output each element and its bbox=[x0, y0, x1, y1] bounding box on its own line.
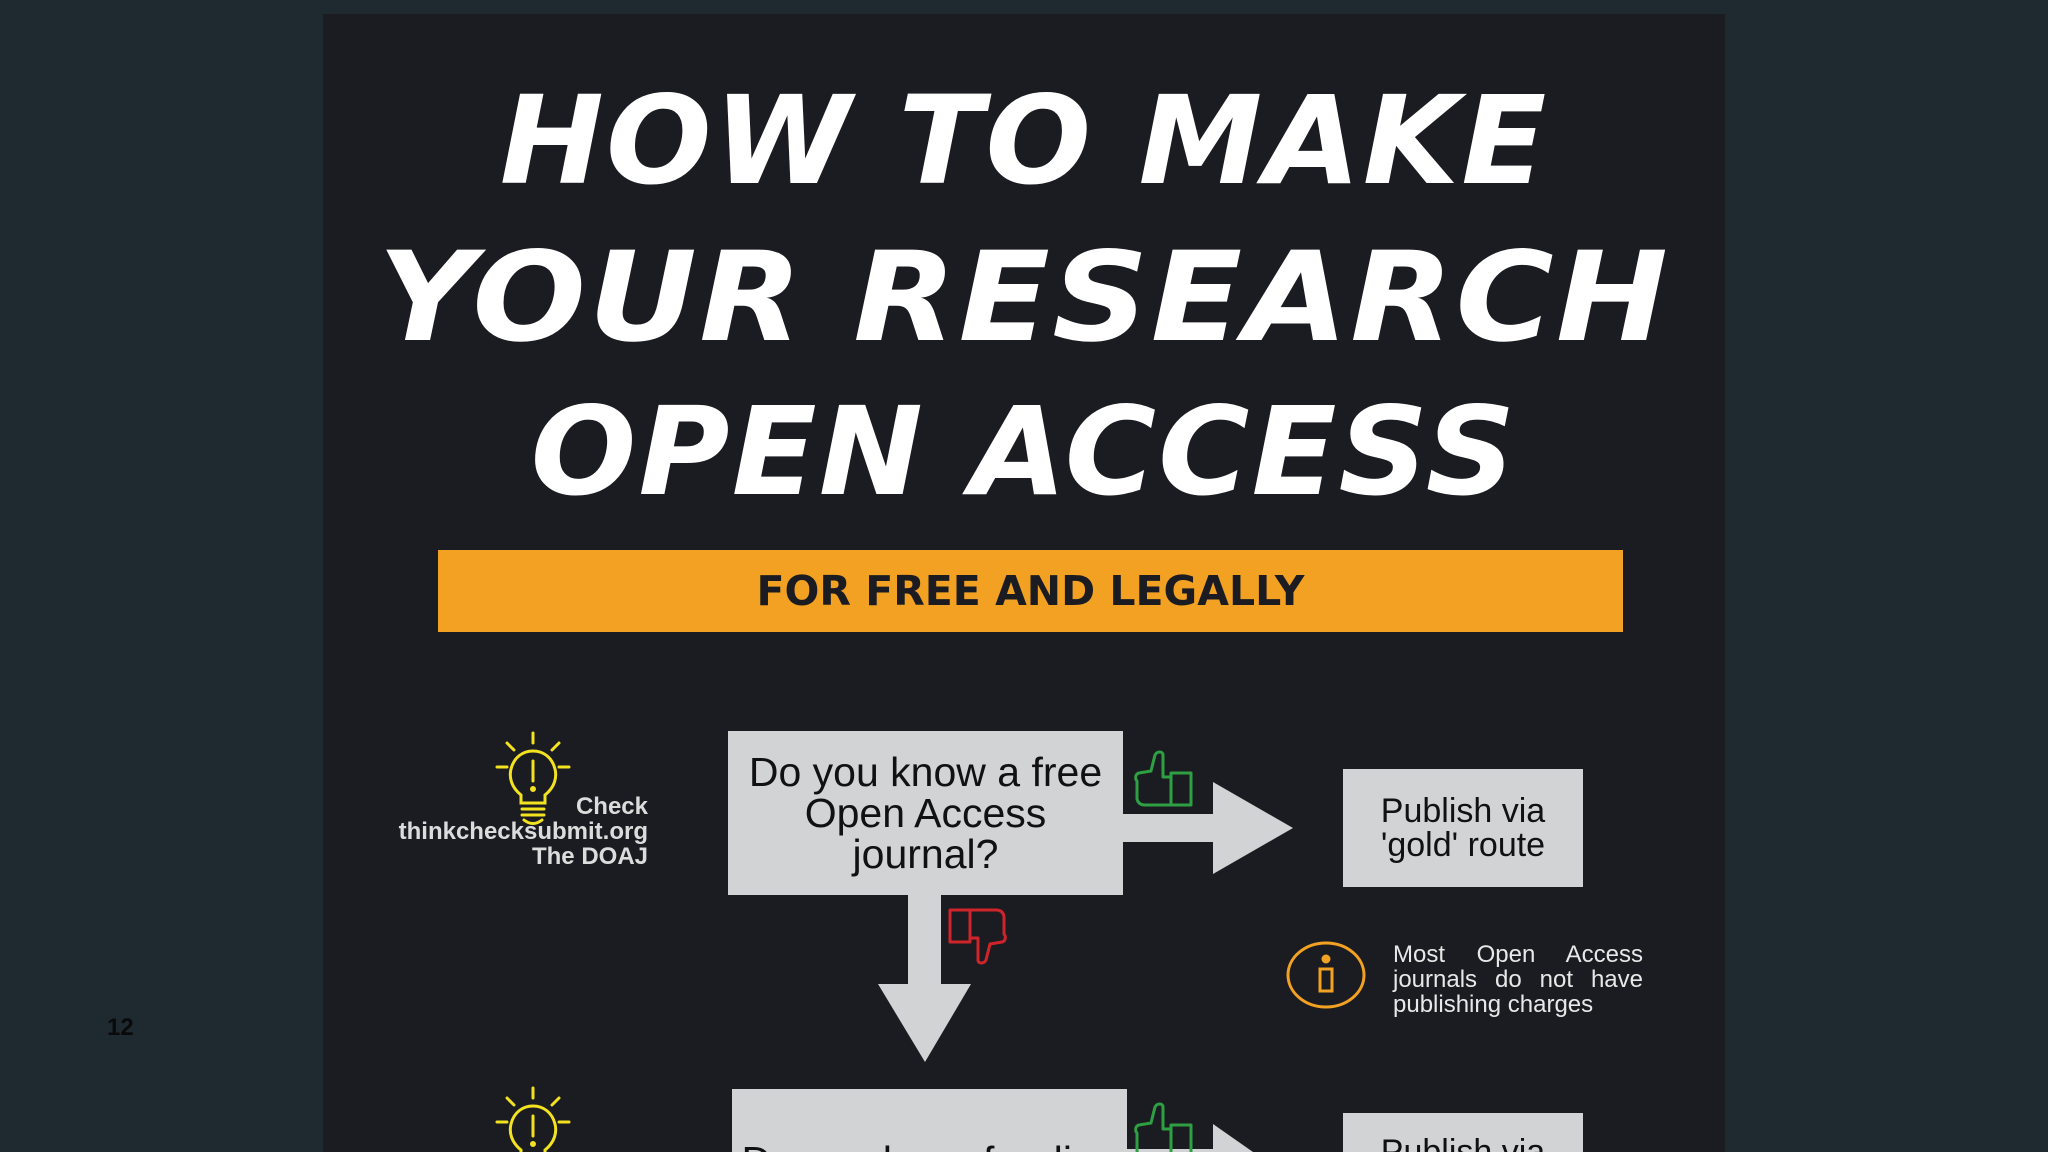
thumbs-up-icon bbox=[1134, 750, 1193, 807]
lightbulb-icon bbox=[495, 731, 571, 825]
question-1-line-1: Do you know a free bbox=[748, 748, 1103, 795]
info-icon bbox=[1286, 941, 1366, 1009]
question-1-line-3: journal? bbox=[852, 830, 999, 877]
arrow-right-1 bbox=[1123, 782, 1293, 874]
tip-text-1: Check thinkchecksubmit.org The DOAJ bbox=[383, 794, 648, 869]
thumbs-down-icon bbox=[948, 908, 1007, 965]
title-line-2: YOUR RESEARCH bbox=[377, 226, 1671, 370]
result-2-text: Publish via bbox=[1380, 1133, 1546, 1152]
arrow-down-1 bbox=[878, 895, 971, 1062]
tip-1-line-3: The DOAJ bbox=[531, 843, 648, 870]
subtitle-text: FOR FREE AND LEGALLY bbox=[756, 567, 1305, 615]
question-2-text: Do you have funding bbox=[741, 1141, 1117, 1152]
title-line-1: HOW TO MAKE bbox=[499, 70, 1549, 212]
result-box-1: Publish via 'gold' route bbox=[1343, 769, 1583, 887]
question-box-1: Do you know a free Open Access journal? bbox=[728, 731, 1123, 895]
result-box-2: Publish via bbox=[1343, 1113, 1583, 1152]
infographic-poster: HOW TO MAKE YOUR RESEARCH OPEN ACCESS FO… bbox=[323, 14, 1725, 1152]
subtitle-banner: FOR FREE AND LEGALLY bbox=[438, 550, 1623, 632]
thumbs-up-icon bbox=[1134, 1102, 1193, 1152]
info-note: Most Open Access journals do not have pu… bbox=[1393, 941, 1643, 1018]
result-1-line-1: Publish via bbox=[1380, 792, 1546, 830]
tip-1-line-2: thinkchecksubmit.org bbox=[398, 818, 648, 845]
question-box-2: Do you have funding bbox=[732, 1089, 1127, 1152]
tip-1-line-1: Check bbox=[575, 793, 648, 820]
lightbulb-icon bbox=[495, 1086, 571, 1152]
slide-number: 12 bbox=[107, 1014, 134, 1041]
title-line-3: OPEN ACCESS bbox=[530, 381, 1518, 523]
arrow-right-2 bbox=[1127, 1124, 1253, 1152]
flow-arrows bbox=[878, 782, 1293, 1152]
result-1-line-2: 'gold' route bbox=[1380, 826, 1546, 864]
question-1-line-2: Open Access bbox=[804, 789, 1047, 836]
